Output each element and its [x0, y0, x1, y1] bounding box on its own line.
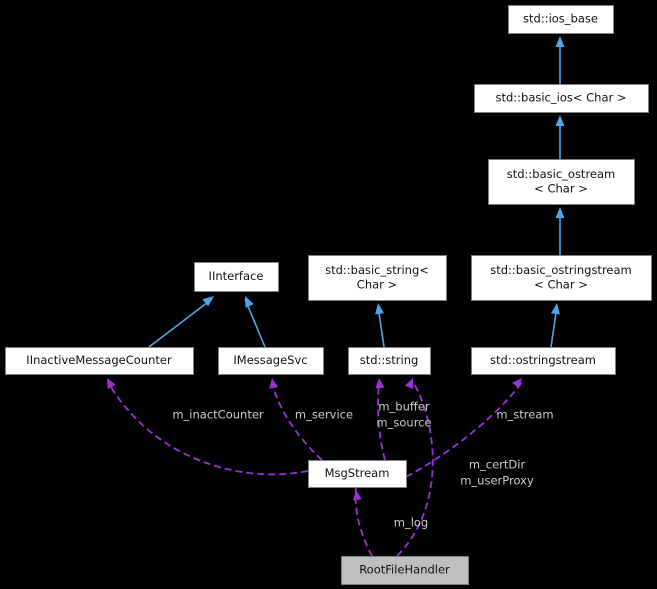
class-node-label: std::basic_string<	[325, 263, 429, 277]
class-node-basic_ostream[interactable]: std::basic_ostream< Char >	[488, 159, 635, 205]
class-node-std_string[interactable]: std::string	[348, 347, 431, 375]
class-node-ostringstream[interactable]: std::ostringstream	[471, 347, 616, 375]
class-node-label: IInterface	[209, 269, 264, 283]
class-node-box[interactable]	[508, 5, 614, 34]
class-node-label: std::ostringstream	[490, 353, 596, 367]
class-node-ios_base[interactable]: std::ios_base	[508, 5, 614, 34]
inheritance-arrowhead-icon	[555, 36, 565, 47]
usage-arrowhead-icon	[512, 378, 522, 389]
usage-edge-label: m_source	[376, 416, 431, 430]
class-node-label: std::ios_base	[523, 12, 598, 26]
usage-arrowhead-icon	[405, 378, 414, 389]
usage-arrowhead-icon	[269, 378, 279, 389]
arrowheads-group	[107, 36, 565, 501]
inheritance-arrowhead-icon	[555, 115, 565, 126]
usage-edge-label: m_service	[295, 408, 353, 422]
usage-edge-label: m_userProxy	[460, 474, 534, 488]
usage-edge	[271, 381, 323, 461]
class-node-box[interactable]	[471, 347, 616, 375]
class-node-box[interactable]	[308, 255, 447, 301]
class-node-box[interactable]	[488, 159, 635, 205]
usage-edge-label: m_buffer	[378, 400, 430, 414]
usage-arrowhead-icon	[107, 378, 116, 389]
class-node-box[interactable]	[471, 255, 652, 301]
class-node-box[interactable]	[341, 556, 469, 585]
usage-edge-label: m_stream	[496, 408, 553, 422]
class-node-label: IMessageSvc	[233, 353, 307, 367]
inheritance-edges-group	[148, 39, 561, 348]
class-node-iinactivemessagecounter[interactable]: IInactiveMessageCounter	[5, 347, 194, 375]
class-node-box[interactable]	[5, 347, 194, 375]
inheritance-edge	[148, 298, 213, 348]
class-node-basic_ios[interactable]: std::basic_ios< Char >	[474, 84, 649, 113]
class-node-box[interactable]	[218, 347, 324, 375]
inheritance-edge	[244, 298, 266, 348]
usage-edges-group	[107, 381, 523, 557]
usage-arrowhead-icon	[375, 378, 385, 389]
class-node-label: std::basic_ios< Char >	[495, 91, 626, 105]
class-node-box[interactable]	[194, 262, 279, 292]
class-node-basic_string[interactable]: std::basic_string<Char >	[308, 255, 447, 301]
usage-edge	[377, 381, 386, 461]
class-node-imessagesvc[interactable]: IMessageSvc	[218, 347, 324, 375]
class-node-label: std::basic_ostream	[507, 167, 616, 181]
class-node-basic_ostringstream[interactable]: std::basic_ostringstream< Char >	[471, 255, 652, 301]
inheritance-arrowhead-icon	[375, 303, 384, 315]
class-node-msgstream[interactable]: MsgStream	[308, 460, 407, 488]
usage-edge	[107, 381, 309, 476]
usage-edge	[354, 487, 373, 557]
inheritance-arrowhead-icon	[245, 296, 254, 308]
class-node-box[interactable]	[348, 347, 431, 375]
class-node-box[interactable]	[474, 84, 649, 113]
usage-edge-label: m_log	[394, 516, 428, 530]
inheritance-arrowhead-icon	[551, 303, 560, 315]
class-node-label: std::basic_ostringstream	[490, 263, 632, 277]
usage-edge-label: m_certDir	[469, 458, 526, 472]
inheritance-arrowhead-icon	[202, 296, 214, 307]
class-node-box[interactable]	[308, 460, 407, 488]
class-node-label: MsgStream	[325, 466, 390, 480]
class-node-rootfilehandler[interactable]: RootFileHandler	[341, 556, 469, 585]
class-node-label: IInactiveMessageCounter	[26, 353, 172, 367]
class-node-label: RootFileHandler	[359, 563, 450, 577]
class-node-label: < Char >	[534, 181, 588, 195]
usage-arrowhead-icon	[352, 490, 362, 501]
usage-edge-label: m_inactCounter	[172, 408, 264, 422]
class-node-label: < Char >	[534, 277, 588, 291]
usage-edge	[405, 381, 523, 478]
class-node-label: std::string	[360, 353, 419, 367]
class-node-label: Char >	[357, 277, 397, 291]
usage-edge	[396, 381, 434, 557]
inheritance-arrowhead-icon	[555, 207, 565, 218]
class-node-iinterface[interactable]: IInterface	[194, 262, 279, 292]
